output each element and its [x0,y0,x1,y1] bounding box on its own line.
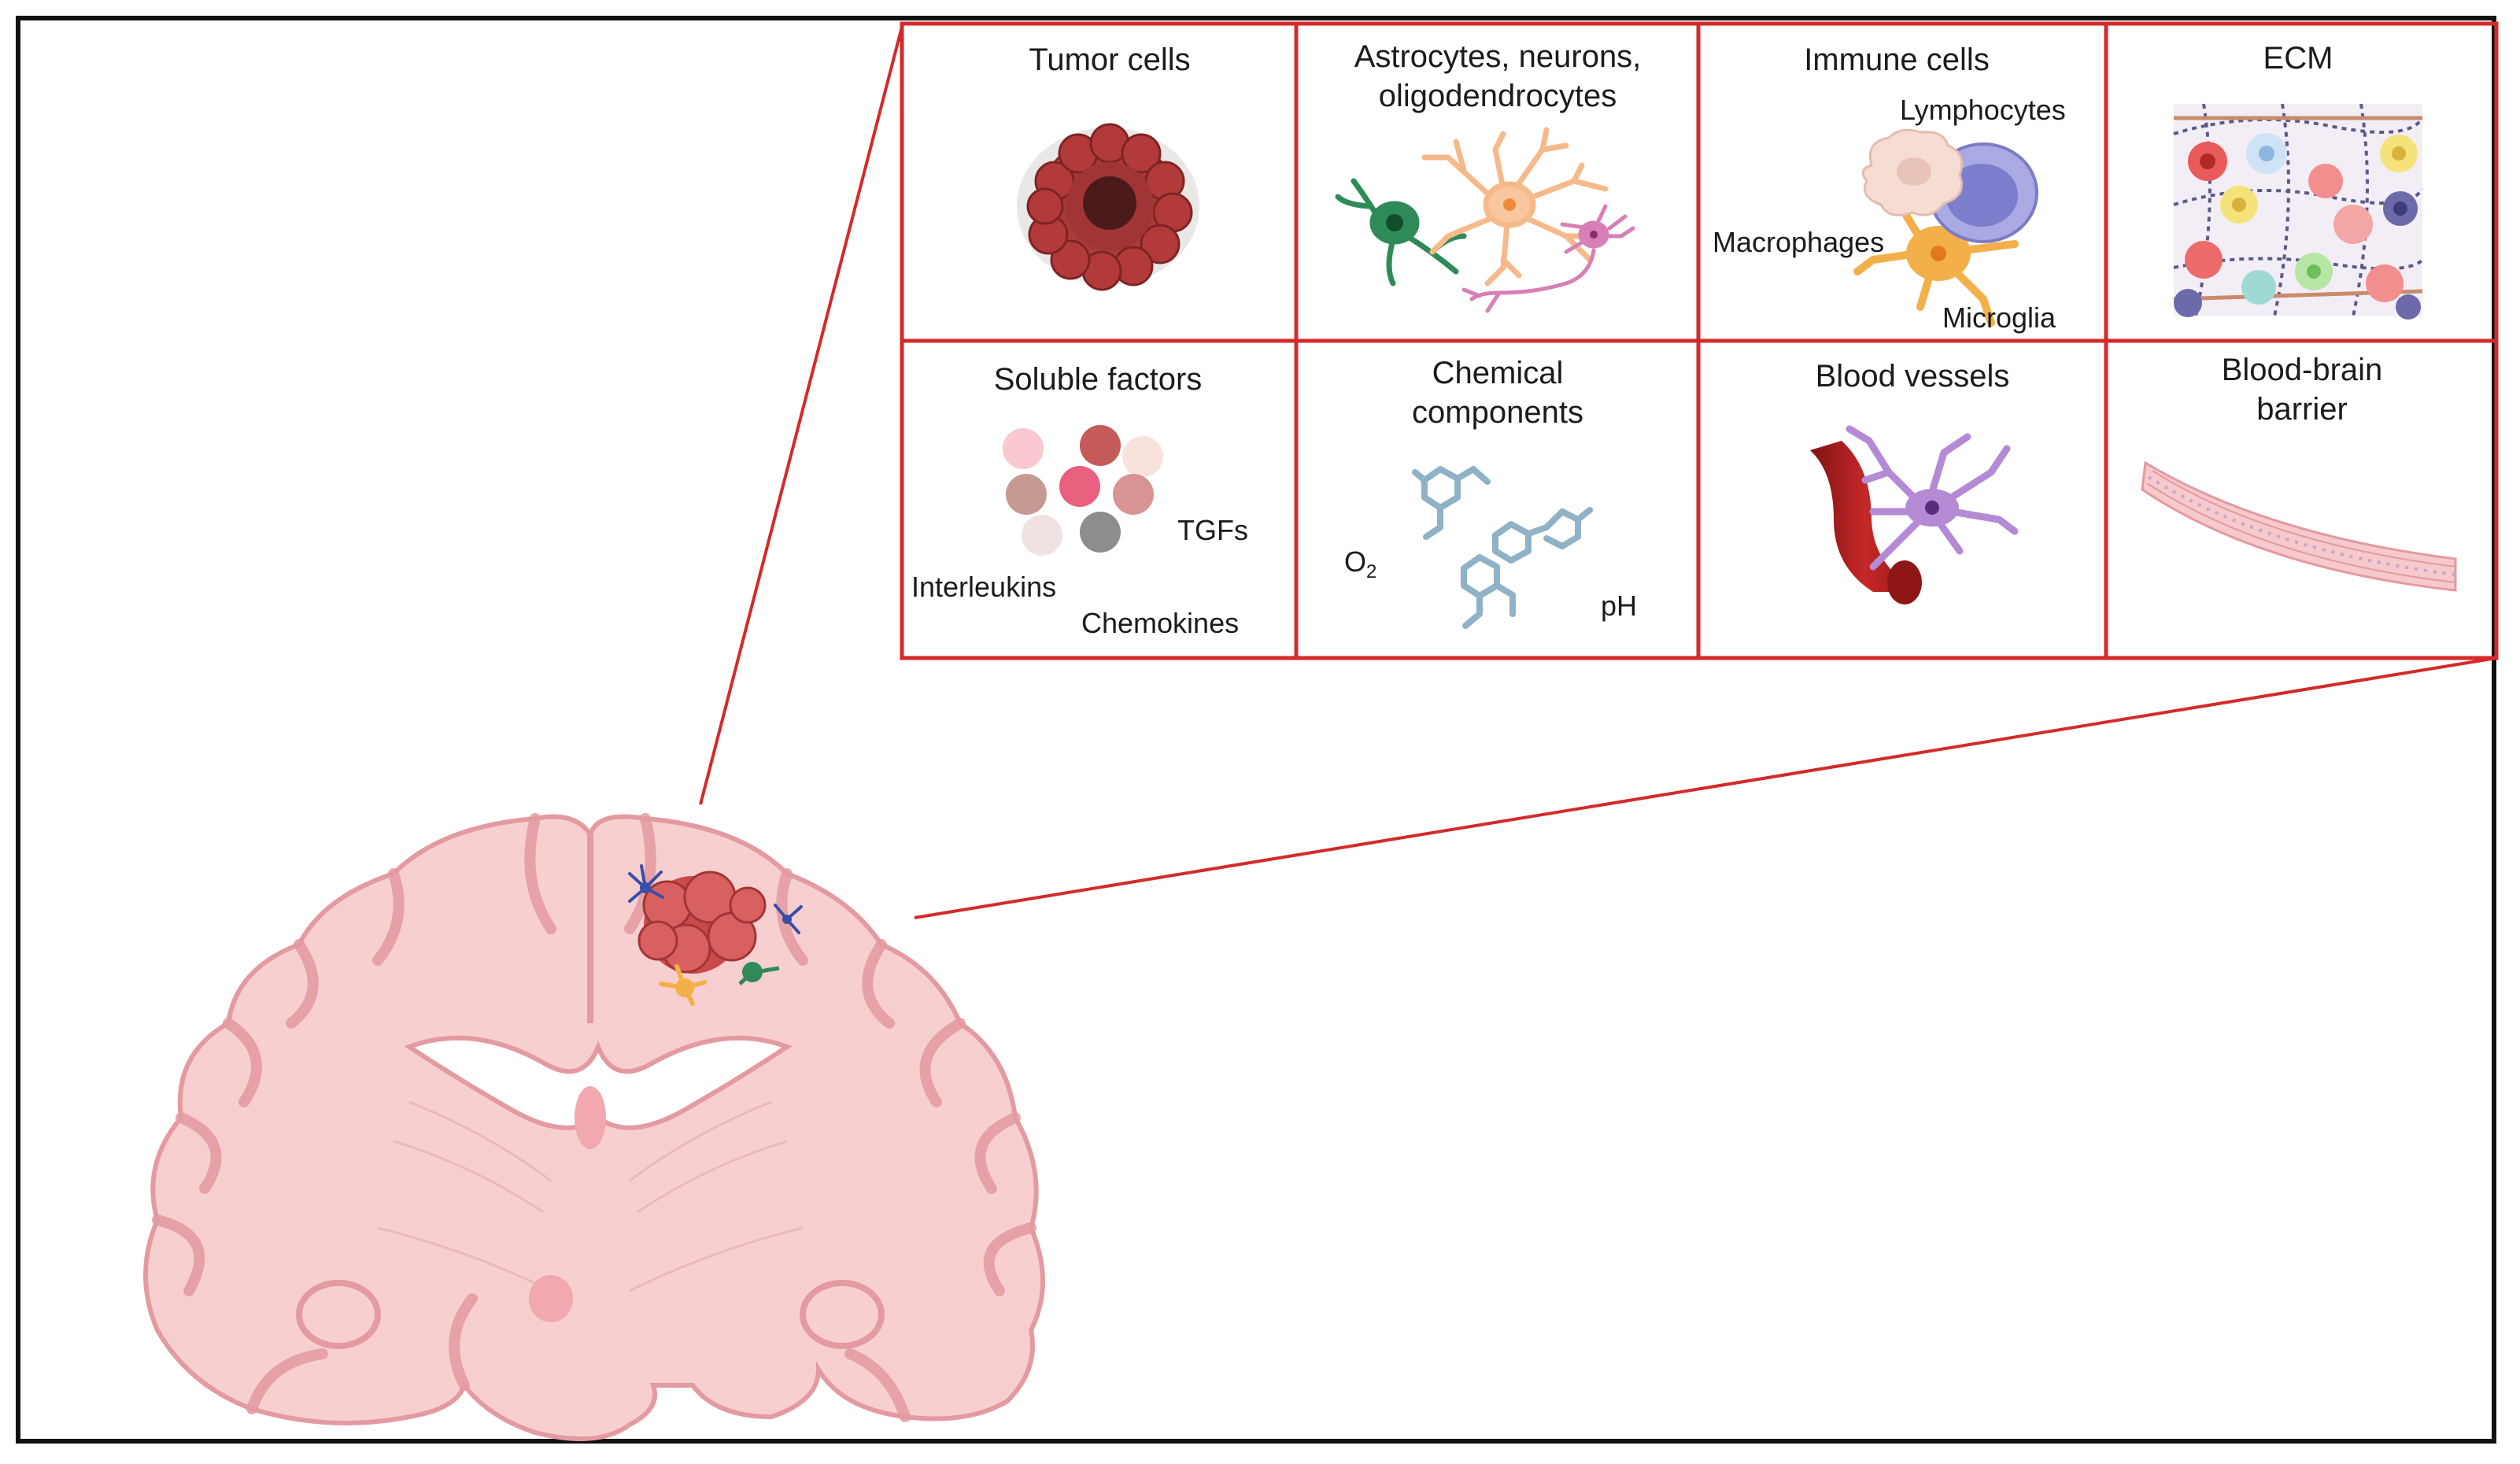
macrophage-icon [1861,128,1964,216]
label-glia-neurons-line1: Astrocytes, neurons, [1354,39,1642,74]
tumor-cell-icon [1017,123,1199,291]
label-soluble-factors: Soluble factors [993,362,1203,397]
cytokine-beads-icon [1003,425,1163,556]
figure-frame [16,16,2496,1444]
label-lymphocytes: Lymphocytes [1900,94,2066,126]
neuron-icon [1461,204,1635,313]
label-interleukins: Interleukins [911,571,1057,603]
label-tumor-cells: Tumor cells [1029,43,1191,77]
label-blood-vessels: Blood vessels [1815,359,2010,394]
astrocyte-icon [1421,127,1609,287]
brain-tumor-mass [637,871,767,974]
panel-grid [900,21,2499,660]
blood-vessel-icon [1810,425,2019,604]
label-macrophages: Macrophages [1713,226,1885,258]
brain-coronal-section-icon [143,813,1045,1441]
label-tgfs: TGFs [1177,514,1248,546]
label-ph: pH [1601,590,1638,622]
label-immune-cells: Immune cells [1804,43,1990,77]
label-o2-text: O [1344,545,1367,578]
molecule-icon [1412,466,1593,629]
label-microglia: Microglia [1942,301,2056,334]
label-chemical-line1: Chemical [1432,356,1564,390]
ecm-mesh-icon [2173,103,2424,320]
label-chemical-line2: components [1412,395,1583,430]
label-bbb-line2: barrier [2256,392,2348,427]
label-o2-subscript: 2 [1366,561,1377,583]
label-chemokines: Chemokines [1081,607,1240,639]
label-glia-neurons-line2: oligodendrocytes [1378,79,1617,113]
barrier-icon [2141,460,2457,592]
oligodendrocyte-icon [1335,178,1467,287]
label-o2: O2 [1344,545,1376,590]
label-ecm: ECM [2263,41,2333,76]
label-bbb-line1: Blood-brain [2221,353,2383,387]
zoom-lines [699,26,2497,919]
